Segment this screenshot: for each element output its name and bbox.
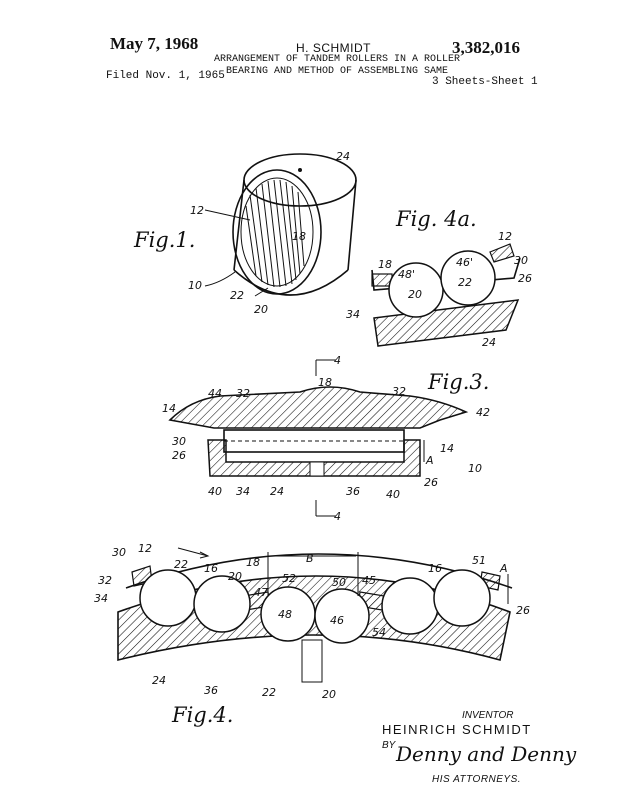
by-label: BY	[382, 740, 396, 751]
fig4a-label-30: 30	[514, 254, 528, 267]
fig4a-title: Fig. 4a.	[395, 207, 477, 231]
fig4-label-52: 52	[282, 572, 296, 585]
fig3-label-42: 42	[476, 406, 490, 419]
fig3-title: Fig.3.	[427, 370, 489, 394]
fig3-label-4-top: 4	[334, 354, 341, 367]
fig3-label-32-left: 32	[236, 387, 250, 400]
fig4a-detail-drawing	[371, 243, 521, 347]
fig4-label-16-left: 16	[204, 562, 218, 575]
fig3-label-10: 10	[468, 462, 482, 475]
fig4-label-46: 46	[330, 614, 344, 627]
inventor-name: H. SCHMIDT	[296, 41, 371, 55]
fig4-label-A: A	[499, 562, 508, 575]
attorneys-label: HIS ATTORNEYS.	[432, 774, 522, 785]
sheet-count: 3 Sheets-Sheet 1	[432, 76, 538, 88]
fig3-label-14-left: 14	[162, 402, 176, 415]
fig4-label-20-bottom: 20	[322, 688, 336, 701]
fig3-label-36: 36	[346, 485, 360, 498]
fig4a-label-26: 26	[518, 272, 532, 285]
fig4-label-26: 26	[516, 604, 530, 617]
fig4a-label-20: 20	[408, 288, 422, 301]
fig4a-label-12: 12	[498, 230, 512, 243]
patent-date: May 7, 1968	[110, 34, 199, 53]
fig3-label-34: 34	[236, 485, 250, 498]
fig4a-label-48p: 48'	[398, 268, 415, 281]
fig4-label-47: 47	[254, 586, 268, 599]
fig4a-label-34: 34	[346, 308, 360, 321]
fig3-label-26-right: 26	[424, 476, 438, 489]
fig4a-label-24: 24	[482, 336, 496, 349]
fig4-label-22-top: 22	[174, 558, 188, 571]
fig1-labels: 24 12 18 10 22 20	[188, 150, 350, 316]
fig3-labels: 4 4 18 44 32 32 14 42 30 26 14 A 10 40 3…	[162, 354, 490, 523]
fig4-label-32: 32	[98, 574, 112, 587]
fig3-label-40-left: 40	[208, 485, 222, 498]
fig1-label-24: 24	[336, 150, 350, 163]
fig1-label-10: 10	[188, 279, 202, 292]
fig4-label-18: 18	[246, 556, 260, 569]
fig4-bearing-drawing	[117, 547, 513, 683]
fig4-title: Fig.4.	[171, 703, 233, 727]
filed-date: Filed Nov. 1, 1965	[106, 70, 225, 82]
fig4-label-22-bottom: 22	[262, 686, 276, 699]
fig1-title: Fig.1.	[133, 228, 195, 252]
fig1-label-22: 22	[230, 289, 244, 302]
fig3-label-14-right: 14	[440, 442, 454, 455]
fig3-label-32-right: 32	[392, 385, 406, 398]
fig3-section-drawing	[168, 359, 469, 517]
fig4-label-16-right: 16	[428, 562, 442, 575]
fig4-label-20-top: 20	[228, 570, 242, 583]
patent-title-line-2: BEARING AND METHOD OF ASSEMBLING SAME	[226, 66, 449, 77]
fig4-label-30: 30	[112, 546, 126, 559]
fig4-label-12: 12	[138, 542, 152, 555]
inventor-role-label: INVENTOR	[462, 710, 514, 721]
fig1-label-20: 20	[254, 303, 268, 316]
fig4-label-36: 36	[204, 684, 218, 697]
fig3-label-4-bottom: 4	[334, 510, 341, 523]
fig1-label-18: 18	[292, 230, 306, 243]
fig4-label-48: 48	[278, 608, 292, 621]
attorney-signature: Denny and Denny	[396, 742, 577, 766]
fig4-label-45: 45	[362, 574, 376, 587]
fig3-label-44: 44	[208, 387, 222, 400]
fig1-bearing-drawing	[232, 153, 357, 296]
fig4-label-24: 24	[152, 674, 166, 687]
patent-number: 3,382,016	[452, 38, 520, 57]
fig4-label-34: 34	[94, 592, 108, 605]
fig3-label-24: 24	[270, 485, 284, 498]
fig4-labels: 30 12 22 16 20 18 B 52 50 45 16 51 A 32 …	[94, 542, 530, 701]
fig3-label-40-right: 40	[386, 488, 400, 501]
fig3-label-18: 18	[318, 376, 332, 389]
fig4a-label-18: 18	[378, 258, 392, 271]
inventor-signature-name: HEINRICH SCHMIDT	[382, 722, 532, 737]
fig3-label-26-left: 26	[172, 449, 186, 462]
fig4a-label-46p: 46'	[456, 256, 473, 269]
fig4a-labels: 12 18 48' 46' 30 26 20 22 34 24	[346, 230, 532, 349]
fig4-label-54: 54	[372, 626, 386, 639]
patent-title-line-1: ARRANGEMENT OF TANDEM ROLLERS IN A ROLLE…	[214, 54, 461, 65]
fig4a-label-22: 22	[458, 276, 472, 289]
fig3-label-A: A	[425, 454, 434, 467]
fig3-label-30: 30	[172, 435, 186, 448]
fig4-label-51: 51	[472, 554, 486, 567]
fig4-label-B: B	[306, 552, 314, 565]
fig4-label-50: 50	[332, 576, 346, 589]
fig1-label-12: 12	[190, 204, 204, 217]
